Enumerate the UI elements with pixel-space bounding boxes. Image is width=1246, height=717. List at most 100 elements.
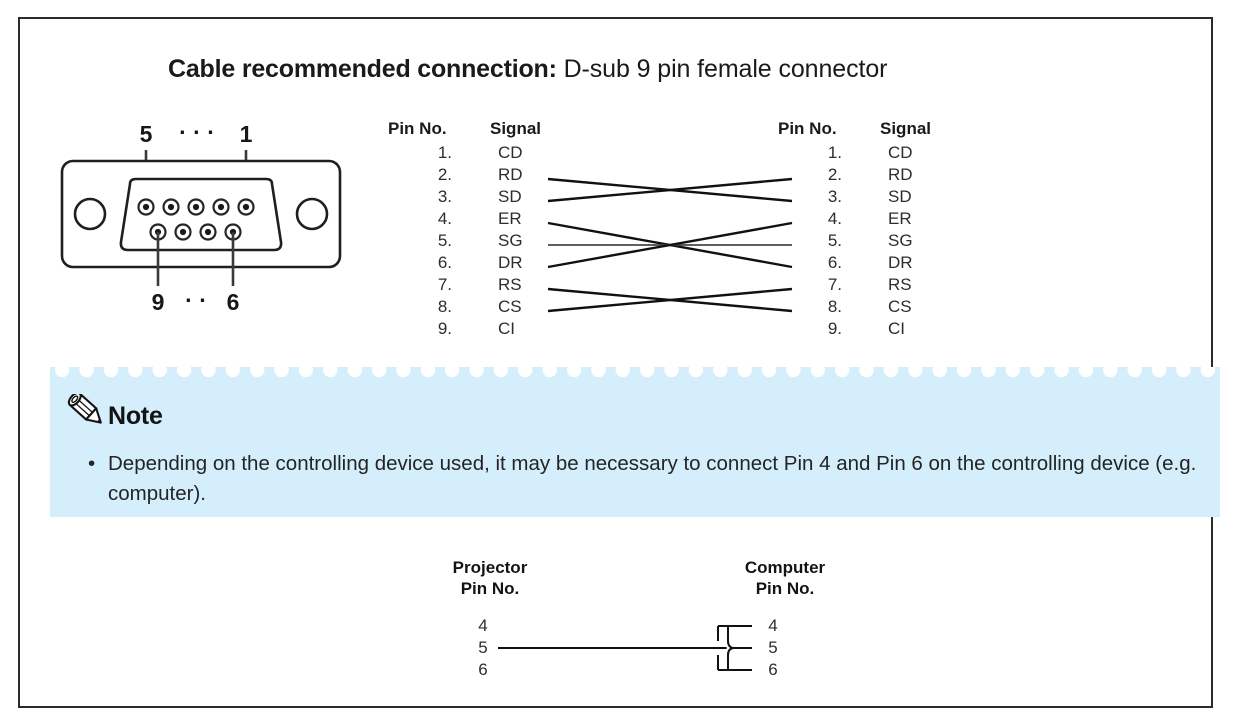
page-title-strong: Cable recommended connection: <box>168 55 557 83</box>
pin-no: 4. <box>827 209 842 228</box>
pin-no: 4. <box>437 209 452 228</box>
wire-2-to-3 <box>547 177 793 203</box>
pin-signal: SD <box>498 187 522 206</box>
link-wire-layer <box>498 625 752 671</box>
pin-no: 8. <box>437 297 452 316</box>
pin-column-left-header: Pin No. Signal <box>380 119 541 143</box>
pin-row: 1. CD <box>380 143 530 165</box>
pin-signal: CD <box>888 143 913 162</box>
pin-no: 7. <box>437 275 452 294</box>
pin-no: 9. <box>827 319 842 338</box>
projector-title: Projector Pin No. <box>420 557 560 599</box>
pin-no: 3. <box>827 187 842 206</box>
connector-label-9: 9 <box>152 289 165 315</box>
pin-signal: ER <box>888 209 912 228</box>
pin-no: 2. <box>827 165 842 184</box>
pin-signal: ER <box>498 209 522 228</box>
computer-title: Computer Pin No. <box>710 557 860 599</box>
pin-signal: DR <box>888 253 913 272</box>
pin-no: 1. <box>827 143 842 162</box>
wire-8-to-7 <box>547 287 793 313</box>
pin-column-right: Pin No. Signal 1. CD 2. RD 3. SD 4. ER 5… <box>770 119 931 341</box>
pin-signal: RS <box>498 275 522 294</box>
connector-label-1: 1 <box>240 121 253 147</box>
pin-signal: RD <box>498 165 523 184</box>
note-header: Note <box>60 393 163 439</box>
pin-signal: SD <box>888 187 912 206</box>
header-pin-no-right: Pin No. <box>778 119 837 138</box>
page-title-rest: D-sub 9 pin female connector <box>556 55 888 83</box>
note-callout: Note • Depending on the controlling devi… <box>50 367 1220 517</box>
note-bullet-icon: • <box>88 452 96 475</box>
note-label: Note <box>108 401 163 430</box>
note-scallop-edge <box>50 367 1220 381</box>
connector-dots-bottom: · · <box>185 287 207 313</box>
link-brace <box>717 625 734 671</box>
projector-pin-list: 4 5 6 <box>470 615 496 681</box>
pin-row: 8. CS <box>770 297 920 319</box>
computer-title-line2: Pin No. <box>755 579 815 598</box>
pin-row: 3. SD <box>380 187 530 209</box>
pin-row: 2. RD <box>380 165 530 187</box>
pin-row: 3. SD <box>770 187 920 209</box>
computer-pin: 6 <box>768 660 778 679</box>
dsub-connector-figure: 5 · · · 1 <box>50 114 360 329</box>
pin-signal: RS <box>888 275 912 294</box>
projector-pin: 6 <box>478 660 488 679</box>
pencil-icon <box>67 394 102 424</box>
pin-signal: RD <box>888 165 913 184</box>
pin-signal: SG <box>498 231 523 250</box>
pin-no: 7. <box>827 275 842 294</box>
pin-signal: CS <box>498 297 522 316</box>
projector-computer-link-figure: Projector Pin No. Computer Pin No. 4 5 6… <box>410 557 870 697</box>
pin-no: 2. <box>437 165 452 184</box>
projector-title-line2: Pin No. <box>460 579 520 598</box>
pin-row: 4. ER <box>770 209 920 231</box>
computer-title-line1: Computer <box>744 558 826 577</box>
connector-pin-row-top <box>137 198 255 216</box>
computer-pin: 4 <box>768 616 778 635</box>
computer-pin-list: 4 5 6 <box>760 615 786 681</box>
connector-dots-top: · · · <box>179 119 215 145</box>
pin-signal: DR <box>498 253 523 272</box>
pin-no: 6. <box>437 253 452 272</box>
connector-label-6: 6 <box>227 289 240 315</box>
pin-row: 4. ER <box>380 209 530 231</box>
wire-4-to-5 <box>547 221 793 269</box>
projector-pin: 5 <box>478 638 488 657</box>
pin-no: 5. <box>437 231 452 250</box>
pin-row: 5. SG <box>380 231 530 253</box>
header-pin-no-left: Pin No. <box>388 119 447 138</box>
pin-row: 6. DR <box>380 253 530 275</box>
pin-row: 2. RD <box>770 165 920 187</box>
pin-row: 1. CD <box>770 143 920 165</box>
pin-row: 6. DR <box>770 253 920 275</box>
pin-column-left: Pin No. Signal 1. CD 2. RD 3. SD 4. ER 5… <box>380 119 541 341</box>
pin-signal: CI <box>888 319 905 338</box>
connector-pin-row-bottom <box>149 223 242 241</box>
projector-pin: 4 <box>478 616 488 635</box>
pin-no: 6. <box>827 253 842 272</box>
pin-no: 8. <box>827 297 842 316</box>
computer-pin: 5 <box>768 638 778 657</box>
pin-row: 8. CS <box>380 297 530 319</box>
pin-signal: CI <box>498 319 515 338</box>
connector-screw-hole-right <box>295 197 329 231</box>
wire-7-to-8 <box>547 287 793 313</box>
pin-row: 9. CI <box>770 319 920 341</box>
pin-no: 5. <box>827 231 842 250</box>
projector-title-line1: Projector <box>452 558 528 577</box>
pin-signal: CD <box>498 143 523 162</box>
pin-row: 7. RS <box>770 275 920 297</box>
wire-3-to-2 <box>547 177 793 203</box>
connector-screw-hole-left <box>73 197 107 231</box>
pin-column-right-header: Pin No. Signal <box>770 119 931 143</box>
link-stub-4 <box>717 625 752 630</box>
pin-no: 1. <box>437 143 452 162</box>
pin-row: 9. CI <box>380 319 530 341</box>
wire-6-to-5 <box>547 221 793 269</box>
pin-row: 7. RS <box>380 275 530 297</box>
pin-no: 3. <box>437 187 452 206</box>
header-signal-right: Signal <box>880 119 932 138</box>
page-border: Cable recommended connection: D-sub 9 pi… <box>18 17 1220 708</box>
